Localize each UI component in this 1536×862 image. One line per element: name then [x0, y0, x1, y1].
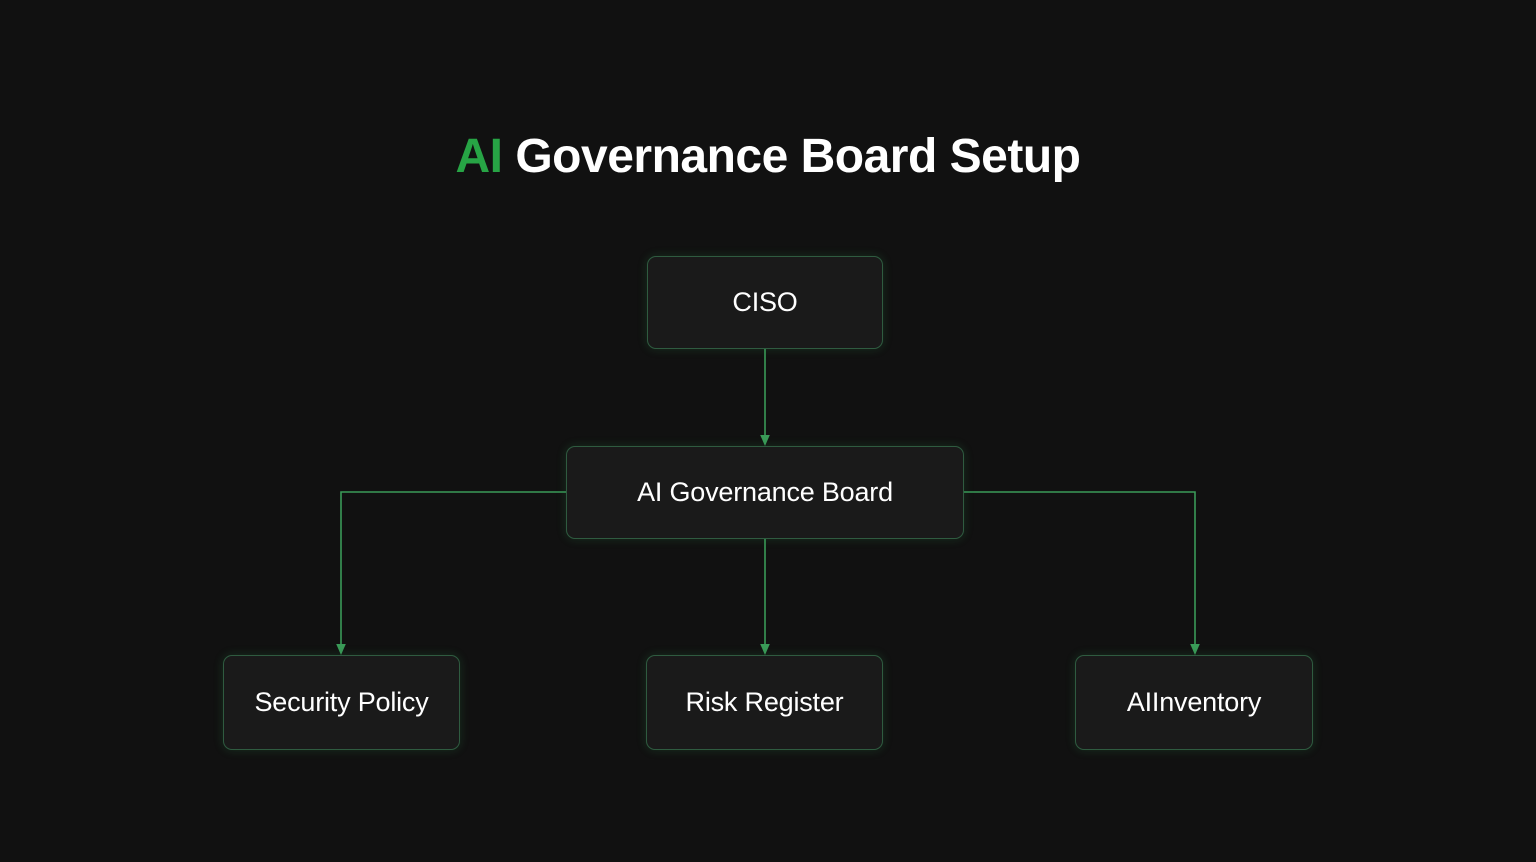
node-ciso-label: CISO [732, 287, 798, 317]
node-security-policy[interactable]: Security Policy [223, 655, 460, 750]
node-ai-inventory-label: AIInventory [1126, 687, 1262, 717]
page-title: AI Governance Board Setup [0, 126, 1536, 188]
edge-ciso-to-board [760, 349, 770, 446]
page-title-rest: Governance Board Setup [502, 130, 1081, 183]
edge-board-to-risk [760, 539, 770, 655]
page-title-accent: AI [455, 130, 504, 183]
node-ciso[interactable]: CISO [647, 256, 883, 349]
node-ai-governance-board[interactable]: AI Governance Board [566, 446, 964, 539]
node-risk-register-label: Risk Register [685, 687, 844, 717]
node-security-policy-label: Security Policy [254, 687, 429, 717]
node-risk-register[interactable]: Risk Register [646, 655, 883, 750]
edge-board-to-security [336, 491, 566, 655]
node-ai-inventory[interactable]: AIInventory [1075, 655, 1313, 750]
edge-board-to-inventory [964, 491, 1200, 655]
node-ai-governance-board-label: AI Governance Board [637, 477, 893, 507]
